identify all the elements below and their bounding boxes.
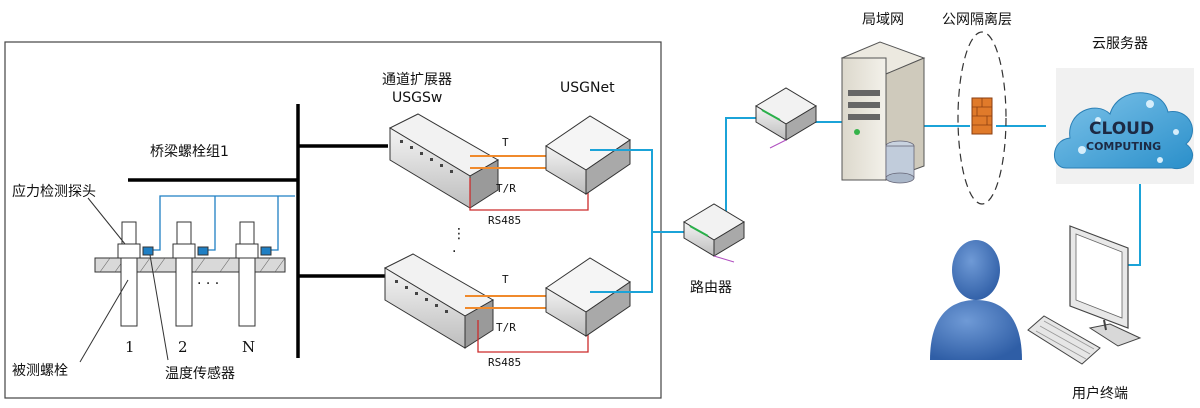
expander-label-line1: 通道扩展器 — [382, 72, 452, 88]
bolt-n — [235, 221, 272, 327]
cloud-server-label: 云服务器 — [1092, 36, 1148, 52]
svg-text:·: · — [452, 244, 456, 260]
t-label-bottom: T — [502, 273, 509, 286]
tr-label-top: T/R — [496, 182, 516, 195]
measured-bolt-label: 被测螺栓 — [12, 363, 68, 379]
channel-expander-top — [388, 113, 500, 209]
bolt-dots: · · · — [197, 276, 219, 292]
bolt-1 — [117, 221, 154, 327]
stress-probe-label: 应力检测探头 — [12, 183, 96, 200]
isolation-label: 公网隔离层 — [942, 11, 1012, 28]
firewall-icon — [971, 97, 993, 135]
bolt-1-number: 1 — [125, 338, 135, 356]
bolt-n-number: N — [242, 338, 255, 356]
bolt-2 — [172, 221, 209, 327]
monitor-icon — [1069, 225, 1142, 347]
user-terminal-label: 用户终端 — [1072, 385, 1128, 402]
cloud-server-icon — [1054, 68, 1194, 184]
keyboard-icon — [1027, 315, 1101, 365]
router-top-icon — [755, 87, 817, 149]
cloud-text-1: CLOUD — [1089, 119, 1154, 139]
usgnet-top — [545, 115, 631, 195]
vertical-dots: ⋮ — [452, 226, 466, 242]
field-bus — [128, 104, 388, 358]
user-person-icon — [930, 240, 1022, 360]
lan-server-icon — [840, 41, 926, 184]
expander-label-line2: USGSw — [392, 90, 442, 106]
lan-label: 局域网 — [862, 12, 904, 28]
cloud-text-2: COMPUTING — [1086, 140, 1161, 153]
isolation-boundary — [957, 31, 1007, 205]
usgnet-bottom — [545, 257, 631, 337]
usgnet-label: USGNet — [560, 80, 615, 96]
bolt-2-number: 2 — [178, 338, 188, 356]
tr-label-bottom: T/R — [496, 321, 516, 334]
sensor-wires — [150, 195, 295, 251]
signal-wires-top — [469, 155, 589, 211]
signal-wires-bottom — [465, 295, 589, 353]
bridge-group-label: 桥梁螺栓组1 — [150, 144, 229, 160]
rs485-label-bottom: RS485 — [488, 356, 521, 369]
temp-sensor-label: 温度传感器 — [165, 365, 235, 382]
t-label-top: T — [502, 136, 509, 149]
field-frame — [4, 41, 662, 399]
router-label: 路由器 — [690, 280, 732, 296]
router-bottom-icon — [683, 203, 745, 263]
rs485-label-top: RS485 — [488, 214, 521, 227]
channel-expander-bottom — [383, 253, 495, 349]
